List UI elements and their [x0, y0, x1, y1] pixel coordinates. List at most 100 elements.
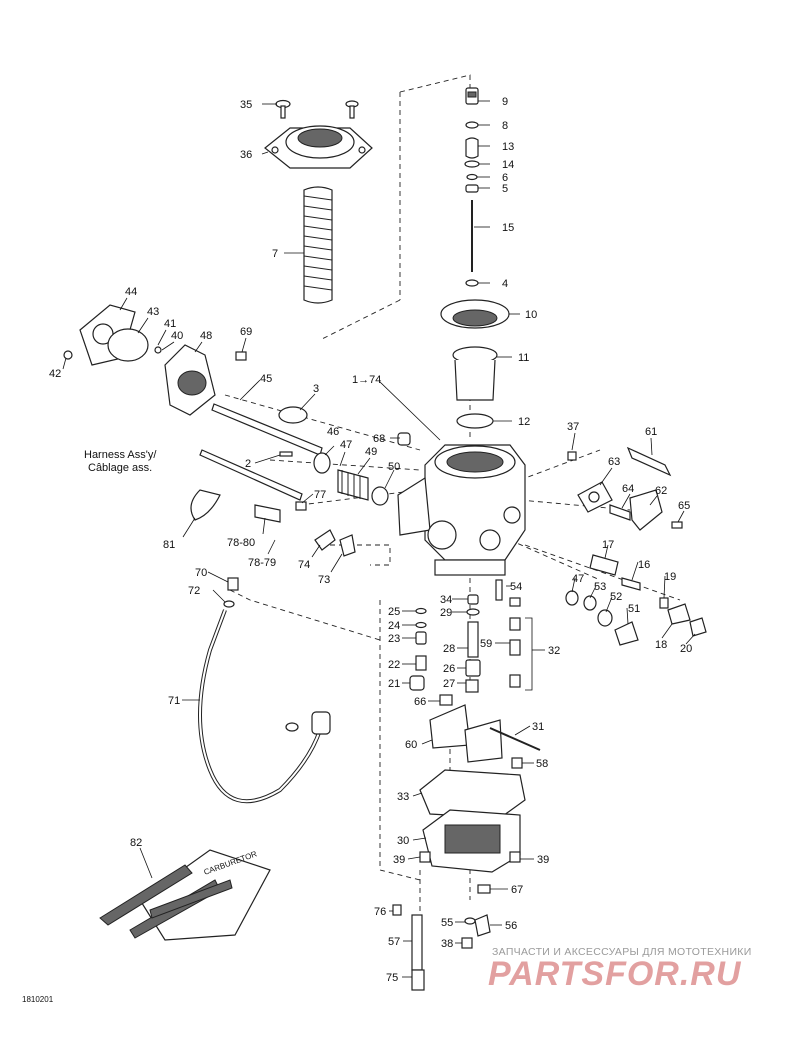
callout-55: 55 [441, 917, 453, 929]
callout-39-right: 39 [537, 854, 549, 866]
harness-label: Harness Ass'y/ Câblage ass. [84, 449, 157, 474]
callout-68: 68 [373, 433, 385, 445]
callout-67: 67 [511, 884, 523, 896]
callout-81: 81 [163, 539, 175, 551]
callout-35: 35 [240, 99, 252, 111]
watermark-brand: PARTSFOR.RU [488, 955, 742, 993]
callout-78-79: 78-79 [248, 557, 276, 569]
callout-5: 5 [502, 183, 508, 195]
callout-64: 64 [622, 483, 634, 495]
callout-34: 34 [440, 594, 452, 606]
callout-47-upper: 47 [340, 439, 352, 451]
callout-66: 66 [414, 696, 426, 708]
callout-7: 7 [272, 248, 278, 260]
callout-73: 73 [318, 574, 330, 586]
callout-54: 54 [510, 581, 522, 593]
callout-26: 26 [443, 663, 455, 675]
callout-32: 32 [548, 645, 560, 657]
callout-28: 28 [443, 643, 455, 655]
callout-19: 19 [664, 571, 676, 583]
jet-stack [409, 579, 533, 706]
callout-15: 15 [502, 222, 514, 234]
callout-22: 22 [388, 659, 400, 671]
callout-62: 62 [655, 485, 667, 497]
callout-12: 12 [518, 416, 530, 428]
callout-52: 52 [610, 591, 622, 603]
callout-27: 27 [443, 678, 455, 690]
harness-label-fr: Câblage ass. [88, 462, 152, 474]
callout-42: 42 [49, 368, 61, 380]
callout-17: 17 [602, 539, 614, 551]
callout-78-80: 78-80 [227, 537, 255, 549]
callout-13: 13 [502, 141, 514, 153]
callout-44: 44 [125, 286, 137, 298]
callout-8: 8 [502, 120, 508, 132]
callout-23: 23 [388, 633, 400, 645]
callout-37: 37 [567, 421, 579, 433]
screw-35 [275, 99, 359, 119]
callout-3: 3 [313, 383, 319, 395]
callout-53: 53 [594, 581, 606, 593]
callout-45: 45 [260, 373, 272, 385]
callout-16: 16 [638, 559, 650, 571]
harness-label-en: Harness Ass'y/ [84, 449, 157, 461]
callout-24: 24 [388, 620, 400, 632]
cover-36 [264, 125, 373, 169]
callout-76: 76 [374, 906, 386, 918]
carburetor-body [397, 444, 526, 576]
spring-7 [303, 186, 333, 304]
callout-29: 29 [440, 607, 452, 619]
callout-20: 20 [680, 643, 692, 655]
callout-61: 61 [645, 426, 657, 438]
callout-25: 25 [388, 606, 400, 618]
callout-57: 57 [388, 936, 400, 948]
callout-2: 2 [245, 458, 251, 470]
callout-77: 77 [314, 489, 326, 501]
top-cover-assembly [264, 99, 373, 304]
callout-4: 4 [502, 278, 508, 290]
callout-48: 48 [200, 330, 212, 342]
left-throttle-assembly [63, 304, 323, 456]
callout-21: 21 [388, 678, 400, 690]
diaphragm-slide [440, 299, 510, 429]
throttle-cable [198, 577, 331, 804]
callout-36: 36 [240, 149, 252, 161]
callout-50: 50 [388, 461, 400, 473]
callout-10: 10 [525, 309, 537, 321]
watermark-tagline: ЗАПЧАСТИ И АКСЕССУАРЫ ДЛЯ МОТОТЕХНИКИ [492, 946, 752, 958]
callout-59: 59 [480, 638, 492, 650]
callout-9: 9 [502, 96, 508, 108]
side-small-parts [190, 432, 411, 557]
callout-46: 46 [327, 426, 339, 438]
callout-40: 40 [171, 330, 183, 342]
callout-1-74: 1→74 [352, 374, 381, 386]
callout-49: 49 [365, 446, 377, 458]
right-side-parts [565, 446, 707, 646]
needle-stack [464, 87, 480, 287]
callout-58: 58 [536, 758, 548, 770]
callout-labels: 35 36 7 9 8 13 14 6 5 15 4 10 11 44 43 4… [49, 96, 692, 984]
float-bowl-assembly [392, 704, 541, 991]
watermark: ЗАПЧАСТИ И АКСЕССУАРЫ ДЛЯ МОТОТЕХНИКИ PA… [488, 946, 752, 993]
leader-lines [62, 100, 696, 978]
callout-14: 14 [502, 159, 514, 171]
callout-30: 30 [397, 835, 409, 847]
callout-31: 31 [532, 721, 544, 733]
callout-47-lower: 47 [572, 573, 584, 585]
callout-69: 69 [240, 326, 252, 338]
callout-70: 70 [195, 567, 207, 579]
callout-41: 41 [164, 318, 176, 330]
drawing-code: 1810201 [22, 995, 54, 1004]
callout-56: 56 [505, 920, 517, 932]
callout-60: 60 [405, 739, 417, 751]
callout-63: 63 [608, 456, 620, 468]
callout-39-left: 39 [393, 854, 405, 866]
callout-51: 51 [628, 603, 640, 615]
callout-72: 72 [188, 585, 200, 597]
callout-6: 6 [502, 172, 508, 184]
callout-18: 18 [655, 639, 667, 651]
callout-11: 11 [518, 352, 529, 364]
callout-43: 43 [147, 306, 159, 318]
callout-71: 71 [168, 695, 180, 707]
